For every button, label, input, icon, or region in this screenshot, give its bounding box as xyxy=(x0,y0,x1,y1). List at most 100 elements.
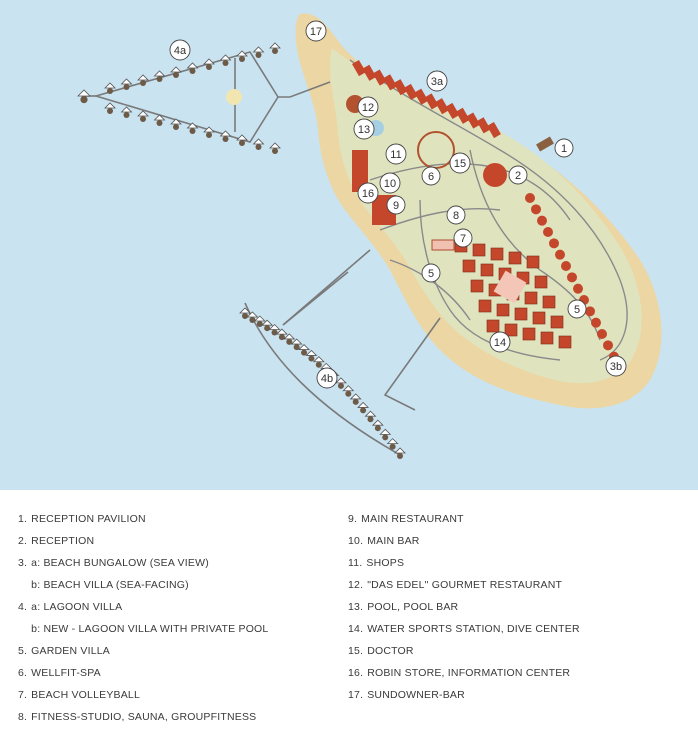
legend-item-left-1: 2.RECEPTION xyxy=(18,530,338,552)
legend-text: POOL, POOL BAR xyxy=(367,601,459,613)
marker-17[interactable]: 17 xyxy=(305,20,327,42)
marker-label: 9 xyxy=(393,200,399,212)
marker-circle xyxy=(421,166,441,186)
beach-villa xyxy=(537,215,547,226)
beach-bungalow xyxy=(466,112,481,129)
villa-hut xyxy=(186,122,199,134)
legend-text: WATER SPORTS STATION, DIVE CENTER xyxy=(367,623,580,635)
marker-5b[interactable]: 5 xyxy=(567,299,587,319)
villa-hut xyxy=(371,419,384,432)
legend-item-right-4: 13.POOL, POOL BAR xyxy=(348,596,688,618)
villa-hut xyxy=(77,89,91,104)
villa-hut xyxy=(268,323,281,336)
legend-number: 6. xyxy=(18,667,28,679)
marker-label: 16 xyxy=(362,188,374,200)
villa-hut xyxy=(153,70,166,82)
marker-4b[interactable]: 4b xyxy=(316,367,338,389)
legend-item-left-8: 7.BEACH VOLLEYBALL xyxy=(18,684,338,706)
villa-hut xyxy=(137,110,149,122)
legend-number: 15. xyxy=(348,645,364,657)
marker-circle xyxy=(385,143,407,165)
marker-circle xyxy=(316,367,338,389)
marker-12[interactable]: 12 xyxy=(357,96,379,118)
villa-hut xyxy=(186,62,199,74)
marker-1[interactable]: 1 xyxy=(554,138,574,158)
marker-3b[interactable]: 3b xyxy=(605,355,627,377)
marker-15[interactable]: 15 xyxy=(449,152,471,174)
legend-text: SHOPS xyxy=(366,557,405,569)
villa-hut xyxy=(203,58,215,70)
marker-2[interactable]: 2 xyxy=(508,165,528,185)
reception-building xyxy=(483,163,507,187)
villa-hut xyxy=(104,102,116,114)
marker-10[interactable]: 10 xyxy=(379,172,401,194)
beach-bungalow xyxy=(487,122,501,139)
beach-villa xyxy=(591,317,601,328)
marker-label: 8 xyxy=(453,210,459,222)
villa-hut xyxy=(261,319,274,332)
legend-item-left-4: 4.a: LAGOON VILLA xyxy=(18,596,338,618)
marker-11[interactable]: 11 xyxy=(385,143,407,165)
legend-number: 5. xyxy=(18,645,28,657)
garden-villa xyxy=(478,299,492,313)
walkway-path xyxy=(349,59,628,361)
villa-hut xyxy=(252,46,265,58)
legend-item-right-0: 9.MAIN RESTAURANT xyxy=(348,508,688,530)
marker-label: 5 xyxy=(428,268,434,280)
marker-circle xyxy=(386,195,406,215)
marker-circle xyxy=(421,263,441,283)
marker-7[interactable]: 7 xyxy=(453,228,473,248)
marker-circle xyxy=(357,182,379,204)
marker-label: 5 xyxy=(574,304,580,316)
villa-hut xyxy=(269,142,281,154)
beach-villa xyxy=(555,249,565,260)
villa-hut xyxy=(305,349,318,362)
villa-hut xyxy=(239,307,251,319)
legend-number: 11. xyxy=(348,557,363,569)
beach-villa xyxy=(525,193,535,203)
villa-hut xyxy=(236,134,248,146)
legend-item-right-6: 15.DOCTOR xyxy=(348,640,688,662)
legend-text: ROBIN STORE, INFORMATION CENTER xyxy=(367,667,571,679)
marker-5a[interactable]: 5 xyxy=(421,263,441,283)
marker-13[interactable]: 13 xyxy=(353,118,375,140)
legend-number: 7. xyxy=(18,689,28,701)
marker-6[interactable]: 6 xyxy=(421,166,441,186)
marker-label: 11 xyxy=(390,149,401,161)
legend-item-right-8: 17.SUNDOWNER-BAR xyxy=(348,684,688,706)
legend-text: BEACH VOLLEYBALL xyxy=(31,689,141,701)
marker-circle xyxy=(453,228,473,248)
legend-item-right-1: 10.MAIN BAR xyxy=(348,530,688,552)
legend-text: RECEPTION xyxy=(31,535,95,547)
legend-item-left-3: 3.b: BEACH VILLA (SEA-FACING) xyxy=(18,574,338,596)
central-lawn xyxy=(493,270,527,304)
walkway-path xyxy=(389,259,471,321)
marker-16[interactable]: 16 xyxy=(357,182,379,204)
legend-text: a: BEACH BUNGALOW (SEA VIEW) xyxy=(31,557,209,569)
marker-9[interactable]: 9 xyxy=(386,195,406,215)
beach-bungalow xyxy=(372,69,387,86)
villa-hut xyxy=(120,78,133,90)
walkway-path xyxy=(379,208,501,231)
legend-number: 3. xyxy=(18,557,28,569)
marker-8[interactable]: 8 xyxy=(446,205,466,225)
garden-villa xyxy=(532,311,546,325)
marker-3a[interactable]: 3a xyxy=(426,70,448,92)
marker-label: 3a xyxy=(431,76,444,88)
villa-hut xyxy=(334,377,347,389)
legend-item-right-7: 16.ROBIN STORE, INFORMATION CENTER xyxy=(348,662,688,684)
legend-number: 2. xyxy=(18,535,28,547)
marker-label: 15 xyxy=(454,158,466,170)
villa-hut xyxy=(203,126,215,138)
garden-villa xyxy=(462,259,476,273)
marker-4a[interactable]: 4a xyxy=(169,39,191,61)
legend-text: RECEPTION PAVILION xyxy=(31,513,146,525)
garden-villa xyxy=(524,291,538,305)
marker-label: 6 xyxy=(428,171,434,183)
beach-villa xyxy=(573,283,583,294)
beach-villa xyxy=(603,340,613,351)
marker-label: 7 xyxy=(460,233,466,245)
marker-14[interactable]: 14 xyxy=(489,331,511,353)
